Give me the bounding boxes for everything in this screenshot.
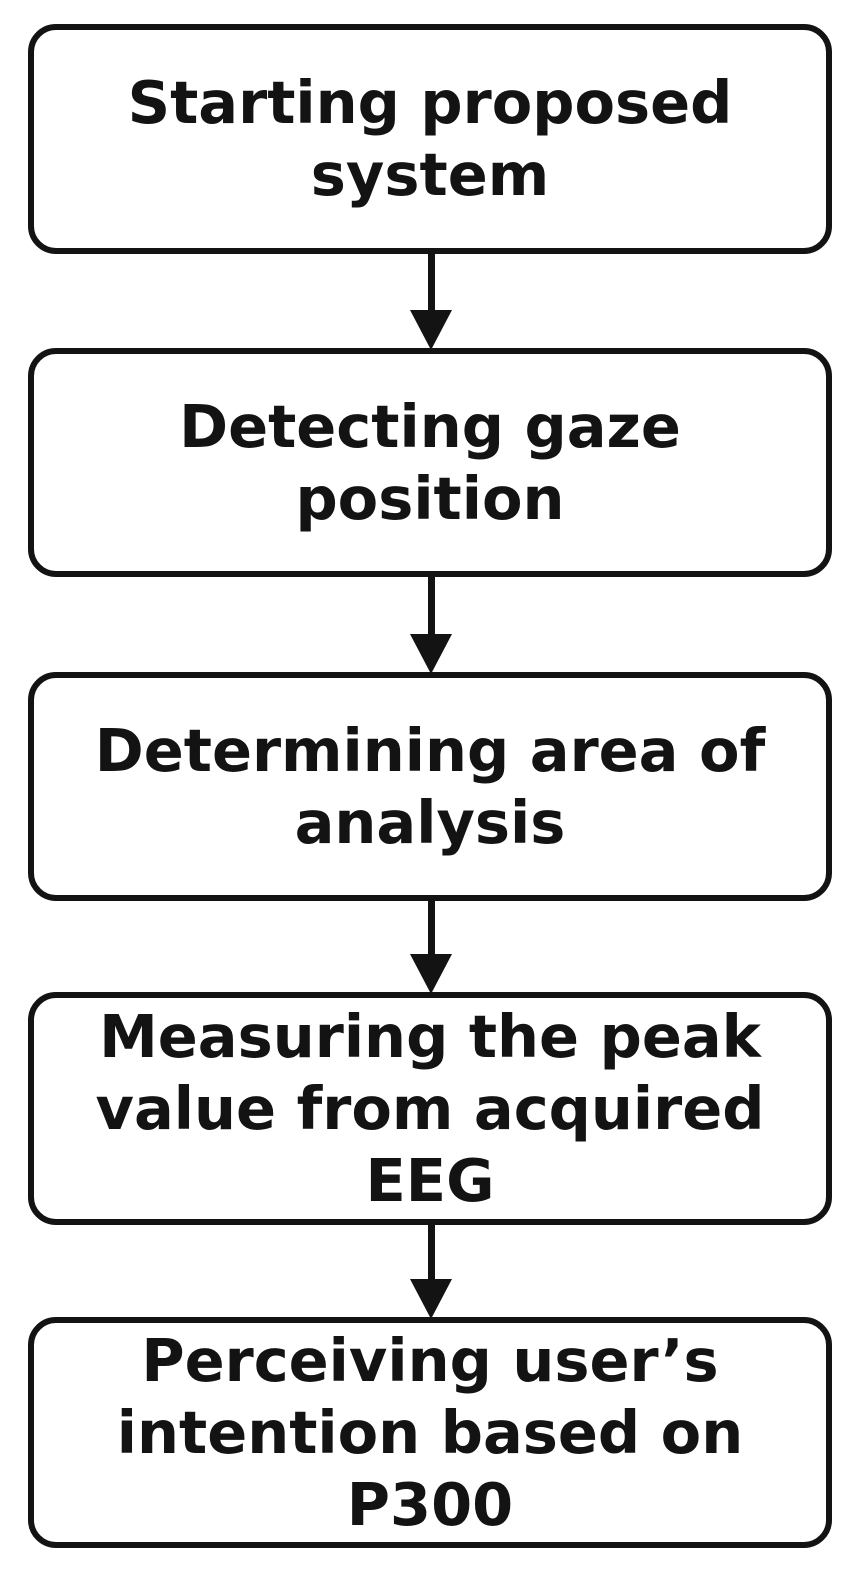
arrow-down-icon [409,1223,453,1319]
flow-node-perceiving-intention: Perceiving user’s intention based on P30… [28,1317,832,1548]
arrow-head [410,954,452,994]
arrow-down-icon [409,252,453,350]
arrow-shaft [427,575,435,634]
flow-node-detecting-gaze: Detecting gaze position [28,348,832,577]
arrow-shaft [427,899,435,954]
arrow-down-icon [409,575,453,674]
arrow-down-icon [409,899,453,994]
arrow-head [410,1279,452,1319]
arrow-shaft [427,1223,435,1279]
flow-node-determining-area: Determining area of analysis [28,672,832,901]
arrow-shaft [427,252,435,310]
flow-node-measuring-peak: Measuring the peak value from acquired E… [28,992,832,1225]
arrow-head [410,634,452,674]
flow-node-label: Determining area of analysis [94,715,766,857]
flow-node-label: Perceiving user’s intention based on P30… [116,1325,744,1539]
arrow-head [410,310,452,350]
flow-node-label: Measuring the peak value from acquired E… [95,1001,765,1215]
flow-node-label: Detecting gaze position [179,391,681,533]
flow-node-label: Starting proposed system [127,68,733,209]
flow-node-starting-system: Starting proposed system [28,24,832,254]
